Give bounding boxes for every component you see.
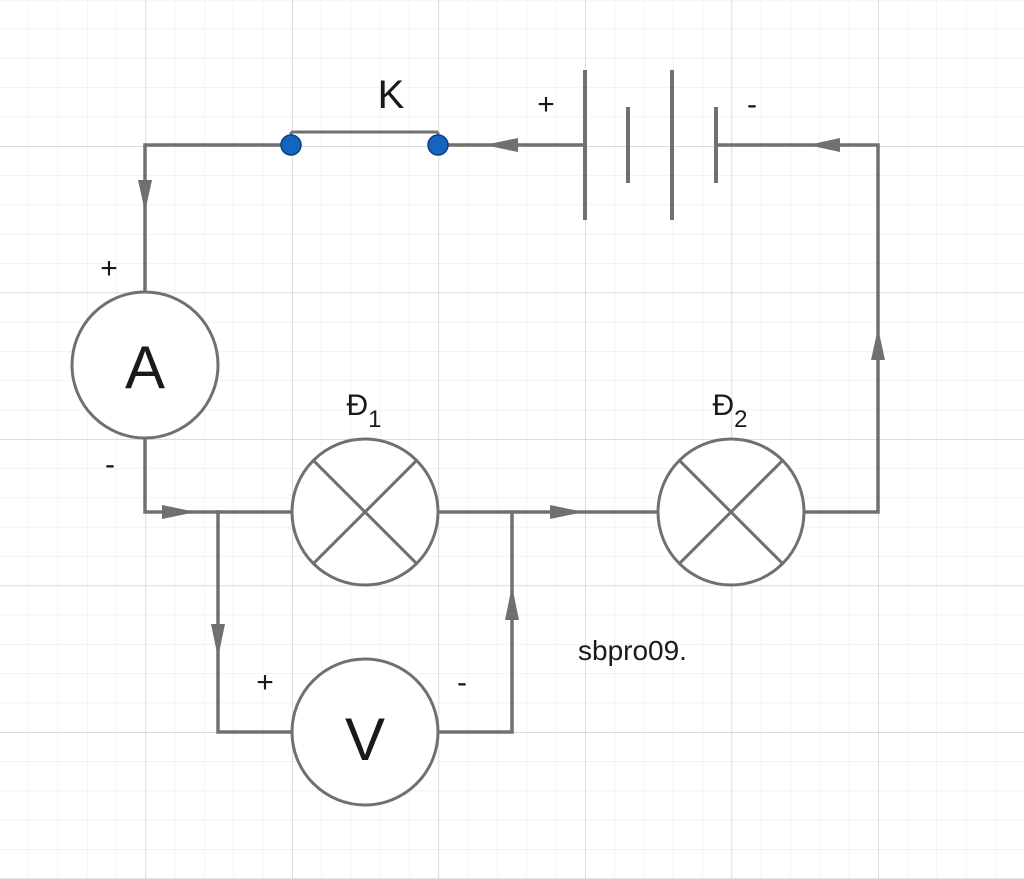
switch-node-right (427, 134, 449, 156)
watermark-text: sbpro09. (578, 635, 687, 666)
arrow-down-left-top (138, 180, 152, 212)
ammeter-plus-label: + (100, 252, 118, 285)
switch-label: K (378, 73, 405, 117)
arrow-up-voltmeter (505, 586, 519, 620)
wire-left-bottom (143, 436, 294, 514)
ammeter-circle (70, 290, 220, 440)
arrow-right-bottom-left (162, 505, 196, 519)
lamp-2-label: Đ2 (712, 389, 747, 433)
lamp-1: Đ1 (290, 389, 440, 587)
lamp-2: Đ2 (656, 389, 806, 587)
battery-plus-label: + (537, 88, 555, 121)
ammeter-minus-label: - (105, 448, 115, 481)
arrow-left-top-right (808, 138, 840, 152)
voltmeter-symbol: V (345, 706, 385, 773)
arrow-right-middle (550, 505, 584, 519)
voltmeter: V + - (256, 657, 467, 807)
lamp-2-cross-b (678, 459, 784, 565)
voltmeter-circle (290, 657, 440, 807)
wire-voltmeter-left (216, 510, 294, 734)
switch-k: K (280, 73, 449, 156)
lamp-1-label-main: Đ (346, 389, 368, 422)
battery: + - (537, 70, 757, 220)
lamp-1-label-sub: 1 (368, 406, 381, 433)
arrow-down-voltmeter (211, 624, 225, 658)
current-arrows (138, 138, 885, 658)
arrow-up-right (871, 328, 885, 360)
ammeter-symbol: A (125, 334, 165, 401)
lamp-1-cross-b (312, 459, 418, 565)
arrow-left-battery (484, 138, 518, 152)
wire-left-top (143, 143, 293, 294)
switch-node-left (280, 134, 302, 156)
battery-minus-label: - (747, 88, 757, 121)
lamp-2-label-sub: 2 (734, 406, 747, 433)
wire-voltmeter-right (436, 510, 514, 734)
ammeter: A + - (70, 252, 220, 481)
lamp-1-label: Đ1 (346, 389, 381, 433)
voltmeter-plus-label: + (256, 666, 274, 699)
voltmeter-minus-label: - (457, 666, 467, 699)
lamp-2-label-main: Đ (712, 389, 734, 422)
